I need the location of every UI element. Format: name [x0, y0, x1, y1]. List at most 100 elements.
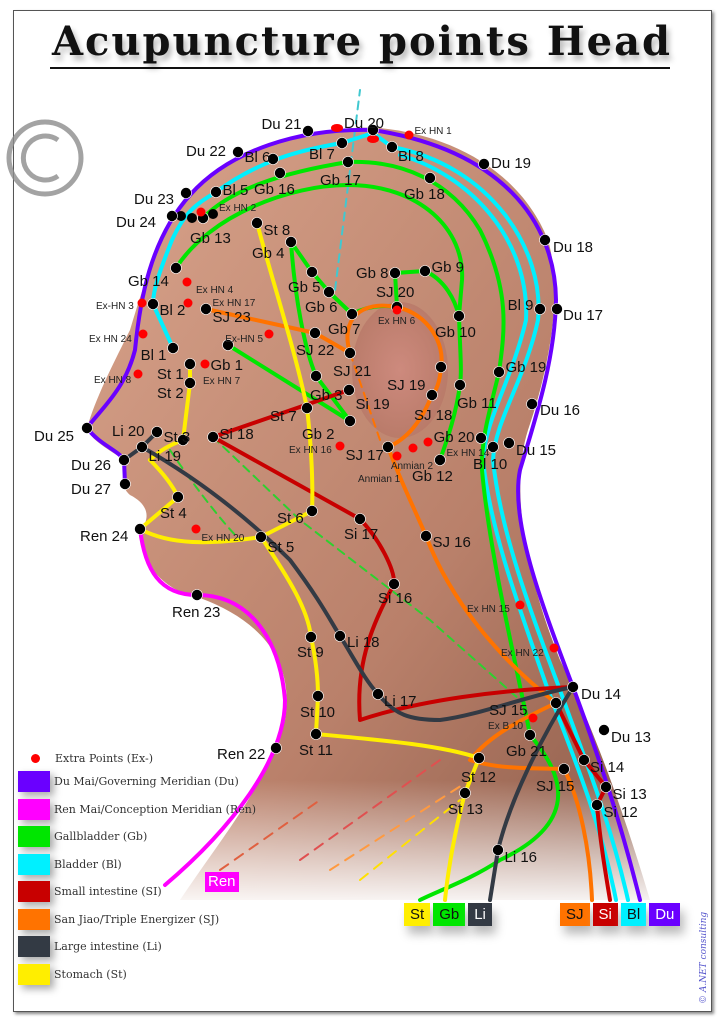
acupoint-dot: [255, 531, 267, 543]
acupoint-label: Gb 20: [434, 429, 475, 446]
acupoint-label: Bl 8: [398, 148, 424, 165]
acupoint-label: Gb 19: [506, 359, 547, 376]
acupoint-label: Du 22: [186, 143, 226, 160]
acupoint-dot: [346, 308, 358, 320]
acupoint-dot: [492, 844, 504, 856]
acupoint-label: Du 15: [516, 442, 556, 459]
acupoint-dot: [343, 384, 355, 396]
extra-point-dot: [182, 277, 192, 287]
acupoint-label: Du 19: [491, 155, 531, 172]
meridian-tag: St: [404, 903, 431, 926]
extra-point-label: Ex-HN 3: [96, 301, 134, 312]
acupoint-label: Du 25: [34, 428, 74, 445]
legend-item: Stomach (St): [18, 961, 256, 989]
bl-meridian-line: [151, 131, 375, 350]
acupoint-label: Bl 9: [508, 297, 534, 314]
extra-point-dot: [200, 359, 210, 369]
acupoint-dot: [435, 361, 447, 373]
acupoint-label: Ren 23: [172, 604, 220, 621]
acupoint-label: Du 17: [563, 307, 603, 324]
acupoint-dot: [591, 799, 603, 811]
acupoint-dot: [119, 478, 131, 490]
legend-extra-points: Extra Points (Ex-): [18, 748, 256, 768]
acupoint-label: Bl 10: [473, 456, 507, 473]
legend-swatch: [18, 826, 50, 848]
acupoint-dot: [354, 513, 366, 525]
extra-point-dot: [392, 451, 402, 461]
acupoint-dot: [334, 630, 346, 642]
extra-point-label: Ex HN 6: [378, 316, 416, 327]
extra-point-dot: [423, 437, 433, 447]
page-title: Acupuncture points Head: [52, 18, 672, 65]
acupoint-label: Du 18: [553, 239, 593, 256]
acupoint-label: Gb 2: [302, 426, 335, 443]
legend-item: Du Mai/Governing Meridian (Du): [18, 768, 256, 796]
sj-dashed-line: [329, 779, 471, 871]
acupoint-dot: [386, 141, 398, 153]
acupoint-label: Si 17: [344, 526, 378, 543]
extra-point-label: Ex HN 7: [203, 376, 241, 387]
acupoint-dot: [534, 303, 546, 315]
acupoint-dot: [184, 377, 196, 389]
extra-point-label: Ex HN 2: [219, 203, 257, 214]
extra-point-dot: [138, 329, 148, 339]
extra-point-dot: [367, 135, 379, 143]
legend-item: Bladder (Bl): [18, 851, 256, 879]
acupoint-label: SJ 18: [414, 407, 452, 424]
meridian-tag: Gb: [433, 903, 466, 926]
acupoint-label: St 9: [297, 644, 324, 661]
acupoint-dot: [493, 366, 505, 378]
legend-item: Ren Mai/Conception Meridian (Ren): [18, 796, 256, 824]
acupoint-label: St 3: [164, 429, 191, 446]
acupoint-label: Li 18: [347, 634, 380, 651]
acupoint-label: Si 19: [356, 396, 390, 413]
acupoint-label: St 4: [160, 505, 187, 522]
extra-point-dot: [408, 443, 418, 453]
acupoint-label: Du 23: [134, 191, 174, 208]
acupoint-dot: [459, 787, 471, 799]
acupoint-label: Du 26: [71, 457, 111, 474]
acupoint-label: SJ 17: [346, 447, 384, 464]
acupoint-label: Bl 7: [309, 146, 335, 163]
st-meridian-line: [259, 535, 481, 902]
ren-meridian-line: [138, 527, 287, 887]
acupoint-dot: [118, 454, 130, 466]
acupoint-dot: [177, 434, 189, 446]
acupoint-dot: [151, 426, 163, 438]
acupoint-label: SJ 23: [213, 309, 251, 326]
acupoint-label: Gb 18: [404, 186, 445, 203]
meridian-tag: Bl: [620, 903, 647, 926]
acupoint-label: Gb 1: [211, 357, 244, 374]
legend-item: San Jiao/Triple Energizer (SJ): [18, 906, 256, 934]
acupoint-dot: [207, 431, 219, 443]
acupoint-dot: [382, 441, 394, 453]
extra-point-label: Ex HN 1: [415, 126, 453, 137]
si-meridian-line: [211, 388, 351, 439]
acupoint-dot: [388, 578, 400, 590]
acupoint-dot: [344, 347, 356, 359]
legend-label: Stomach (St): [54, 967, 127, 981]
acupoint-label: Du 13: [611, 729, 651, 746]
acupoint-dot: [222, 339, 234, 351]
acupoint-dot: [342, 156, 354, 168]
legend: Extra Points (Ex-) Du Mai/Governing Meri…: [18, 748, 256, 988]
red-dot-icon: [31, 753, 40, 763]
gb-dashed-line: [212, 436, 521, 701]
acupoint-label: Du 21: [261, 116, 301, 133]
acupoint-dot: [475, 432, 487, 444]
acupoint-label: St 5: [268, 539, 295, 556]
extra-point-label: Anmian 2: [391, 461, 434, 472]
acupoint-label: Gb 13: [190, 230, 231, 247]
acupoint-label: Ren 22: [217, 746, 265, 763]
acupoint-dot: [473, 752, 485, 764]
meridian-tag: Si: [592, 903, 618, 926]
acupoint-label: Si 18: [220, 426, 254, 443]
acupoint-label: Si 14: [590, 759, 624, 776]
acupoint-dot: [176, 211, 186, 221]
acupoint-dot: [367, 124, 379, 136]
acupoint-dot: [424, 172, 436, 184]
extra-point-label: Ex HN 24: [89, 334, 132, 345]
acupoint-dot: [578, 754, 590, 766]
acupoint-dot: [232, 146, 244, 158]
acupoint-label: Bl 6: [245, 149, 271, 166]
